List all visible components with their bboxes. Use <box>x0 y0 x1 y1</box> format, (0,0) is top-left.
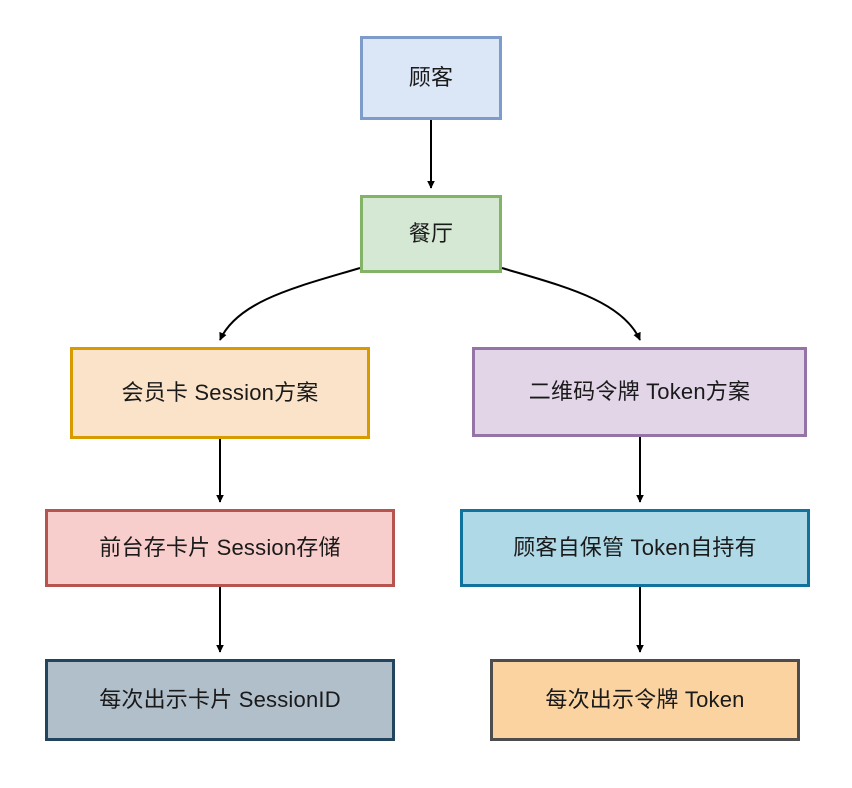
edge-restaurant-to-token-plan <box>501 267 641 341</box>
node-token-show-label: 每次出示令牌 Token <box>545 687 745 713</box>
node-session-plan[interactable]: 会员卡 Session方案 <box>70 347 370 439</box>
node-customer-label: 顾客 <box>408 65 454 91</box>
node-restaurant-label: 餐厅 <box>408 221 454 247</box>
node-token-show[interactable]: 每次出示令牌 Token <box>490 659 800 741</box>
node-session-id[interactable]: 每次出示卡片 SessionID <box>45 659 395 741</box>
node-customer[interactable]: 顾客 <box>360 36 502 120</box>
node-session-plan-label: 会员卡 Session方案 <box>121 380 319 406</box>
node-session-store-label: 前台存卡片 Session存储 <box>99 535 341 561</box>
node-session-id-label: 每次出示卡片 SessionID <box>99 687 341 713</box>
node-token-hold-label: 顾客自保管 Token自持有 <box>513 535 757 561</box>
node-session-store[interactable]: 前台存卡片 Session存储 <box>45 509 395 587</box>
node-token-plan[interactable]: 二维码令牌 Token方案 <box>472 347 807 437</box>
node-token-plan-label: 二维码令牌 Token方案 <box>528 379 751 405</box>
node-restaurant[interactable]: 餐厅 <box>360 195 502 273</box>
node-token-hold[interactable]: 顾客自保管 Token自持有 <box>460 509 810 587</box>
edge-restaurant-to-session-plan <box>219 267 361 341</box>
